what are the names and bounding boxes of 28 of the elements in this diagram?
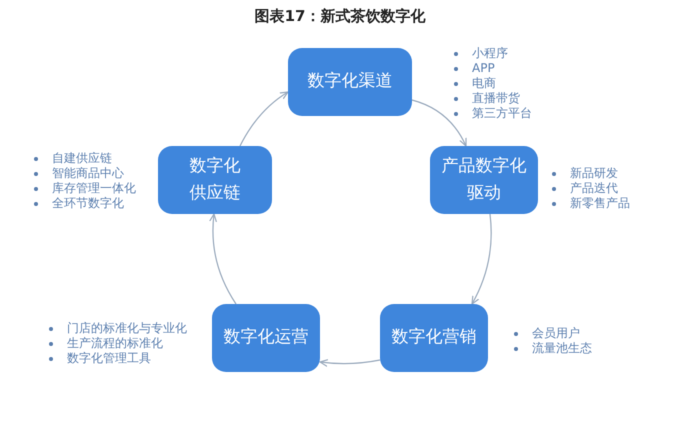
process-box: 数字化渠道: [288, 48, 412, 116]
list-item: 产品迭代: [570, 181, 618, 196]
list-item: 数字化管理工具: [67, 351, 151, 366]
process-box: 数字化运营: [212, 304, 320, 372]
list-item: APP: [472, 61, 495, 76]
list-item: 流量池生态: [532, 341, 592, 356]
list-item: 电商: [472, 76, 496, 91]
list-item: 新品研发: [570, 166, 618, 181]
list-item: 智能商品中心: [52, 166, 124, 181]
list-item: 小程序: [472, 46, 508, 61]
list-item: 生产流程的标准化: [67, 336, 163, 351]
list-item: 门店的标准化与专业化: [67, 321, 187, 336]
list-item: 库存管理一体化: [52, 181, 136, 196]
process-box: 数字化营销: [380, 304, 488, 372]
list-item: 全环节数字化: [52, 196, 124, 211]
list-item: 会员用户: [532, 326, 580, 341]
title: 图表17：新式茶饮数字化: [254, 7, 426, 26]
list-item: 新零售产品: [570, 196, 630, 211]
list-item: 自建供应链: [52, 151, 112, 166]
process-box: 产品数字化驱动: [430, 146, 538, 214]
arrow: [239, 91, 289, 146]
process-box: 数字化供应链: [158, 146, 272, 214]
arrow: [209, 213, 236, 304]
arrow: [471, 214, 492, 305]
list-item: 直播带货: [472, 91, 520, 106]
list-item: 第三方平台: [472, 106, 532, 121]
arrow: [412, 99, 467, 147]
arrow: [319, 358, 380, 367]
